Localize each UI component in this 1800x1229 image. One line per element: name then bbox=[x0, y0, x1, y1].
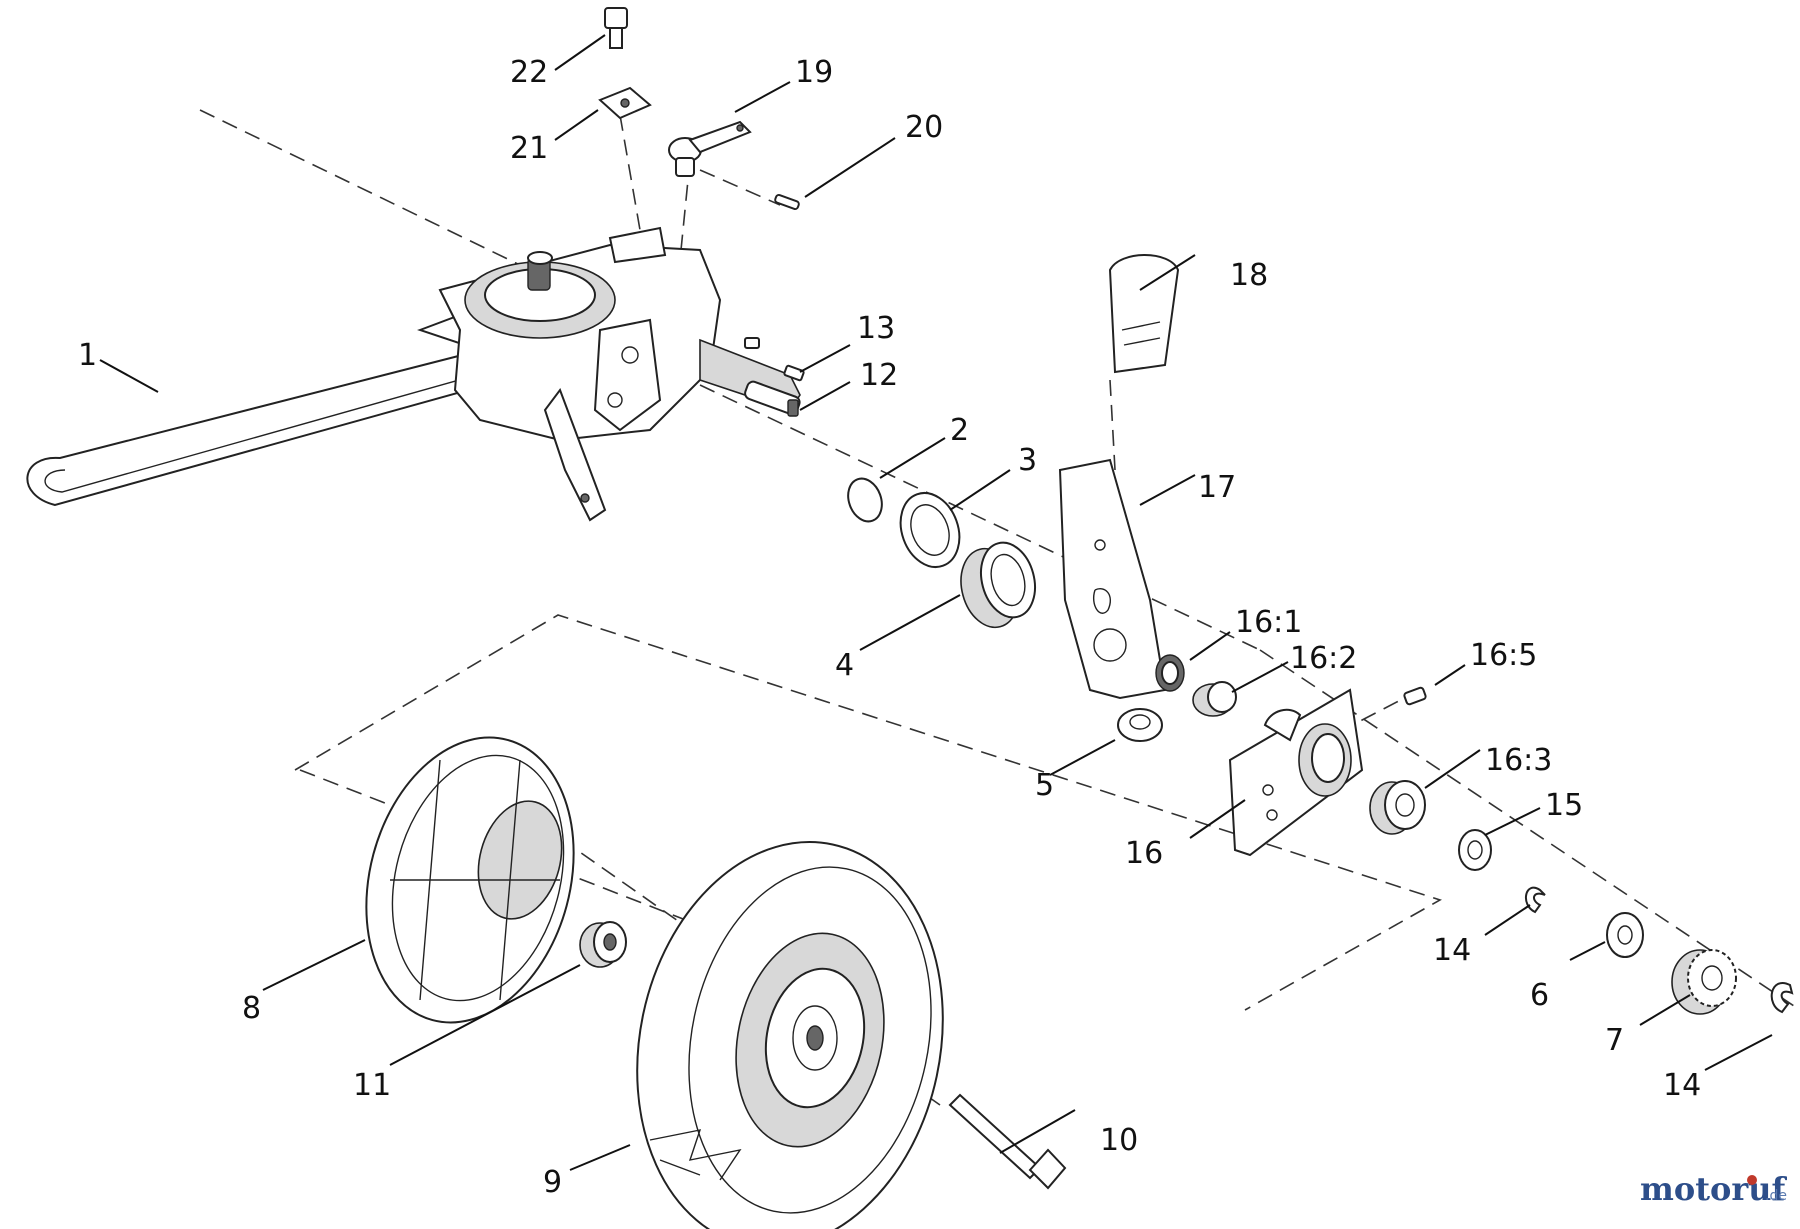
wheel-9 bbox=[636, 841, 944, 1229]
label-14a: 14 bbox=[1433, 933, 1471, 968]
callout-labels: 1 2 3 4 5 6 7 8 9 10 11 12 13 14 14 15 1… bbox=[78, 55, 1701, 1200]
bolt-22 bbox=[604, 7, 628, 49]
label-6: 6 bbox=[1530, 978, 1549, 1013]
label-15: 15 bbox=[1545, 788, 1583, 823]
label-8: 8 bbox=[242, 991, 261, 1026]
bearing-11 bbox=[579, 921, 627, 968]
lever-19 bbox=[668, 120, 752, 177]
watermark-tld: .de bbox=[1765, 1188, 1787, 1204]
nut-5 bbox=[1117, 708, 1163, 742]
washer-6 bbox=[1606, 912, 1644, 958]
wheel-cover-8 bbox=[365, 736, 575, 1024]
e-clip-14b bbox=[1770, 982, 1794, 1014]
bushing-16-3 bbox=[1369, 780, 1426, 835]
label-16-1: 16:1 bbox=[1235, 605, 1302, 640]
label-17: 17 bbox=[1198, 470, 1236, 505]
seal-16-1 bbox=[1155, 654, 1185, 692]
bushing-4 bbox=[960, 541, 1036, 629]
clip-21 bbox=[598, 86, 652, 120]
label-14b: 14 bbox=[1663, 1068, 1701, 1103]
grease-fitting-16-5 bbox=[1403, 686, 1427, 706]
label-11: 11 bbox=[353, 1068, 391, 1103]
label-1: 1 bbox=[78, 338, 97, 373]
label-22: 22 bbox=[510, 55, 548, 90]
label-7: 7 bbox=[1605, 1023, 1624, 1058]
pivot-bracket-16 bbox=[1228, 688, 1364, 857]
watermark-brand: motoruf bbox=[1640, 1170, 1787, 1208]
leader-lines bbox=[99, 34, 1773, 1171]
label-18: 18 bbox=[1230, 258, 1268, 293]
retaining-ring-2 bbox=[847, 477, 883, 523]
label-12: 12 bbox=[860, 358, 898, 393]
label-3: 3 bbox=[1018, 443, 1037, 478]
label-9: 9 bbox=[543, 1165, 562, 1200]
label-16-3: 16:3 bbox=[1485, 743, 1552, 778]
pin-20 bbox=[774, 193, 800, 211]
washer-15 bbox=[1458, 829, 1492, 871]
axle-bolt-10 bbox=[948, 1093, 1067, 1190]
label-16-2: 16:2 bbox=[1290, 641, 1357, 676]
bushing-16-2 bbox=[1192, 681, 1237, 717]
watermark: motoruf .de bbox=[1640, 1170, 1787, 1208]
label-20: 20 bbox=[905, 110, 943, 145]
label-4: 4 bbox=[835, 648, 854, 683]
transmission bbox=[438, 226, 801, 522]
washer-3 bbox=[899, 492, 961, 568]
label-5: 5 bbox=[1035, 768, 1054, 803]
e-clip-14a bbox=[1525, 886, 1546, 914]
knob-18 bbox=[1108, 254, 1180, 374]
label-16-5: 16:5 bbox=[1470, 638, 1537, 673]
height-adjuster-plate-17 bbox=[1058, 458, 1167, 700]
label-19: 19 bbox=[795, 55, 833, 90]
label-13: 13 bbox=[857, 311, 895, 346]
label-2: 2 bbox=[950, 413, 969, 448]
label-21: 21 bbox=[510, 131, 548, 166]
label-10: 10 bbox=[1100, 1123, 1138, 1158]
label-16: 16 bbox=[1125, 836, 1163, 871]
roll-pin-and-spring bbox=[744, 337, 805, 417]
pinion-gear-7 bbox=[1671, 949, 1737, 1015]
watermark-dot-icon bbox=[1747, 1175, 1757, 1185]
